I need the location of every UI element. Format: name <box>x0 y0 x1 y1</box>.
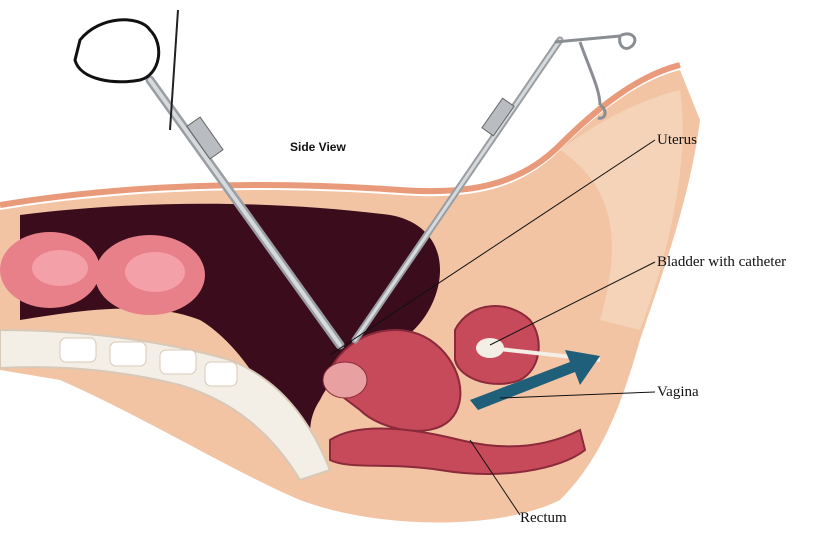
diagram-title: Side View <box>290 140 346 154</box>
ovary <box>323 362 367 398</box>
label-vagina: Vagina <box>657 384 699 401</box>
laparoscope-camera-icon <box>75 20 159 82</box>
label-bladder: Bladder with catheter <box>657 254 786 271</box>
label-uterus: Uterus <box>657 132 697 149</box>
label-rectum: Rectum <box>520 510 567 527</box>
